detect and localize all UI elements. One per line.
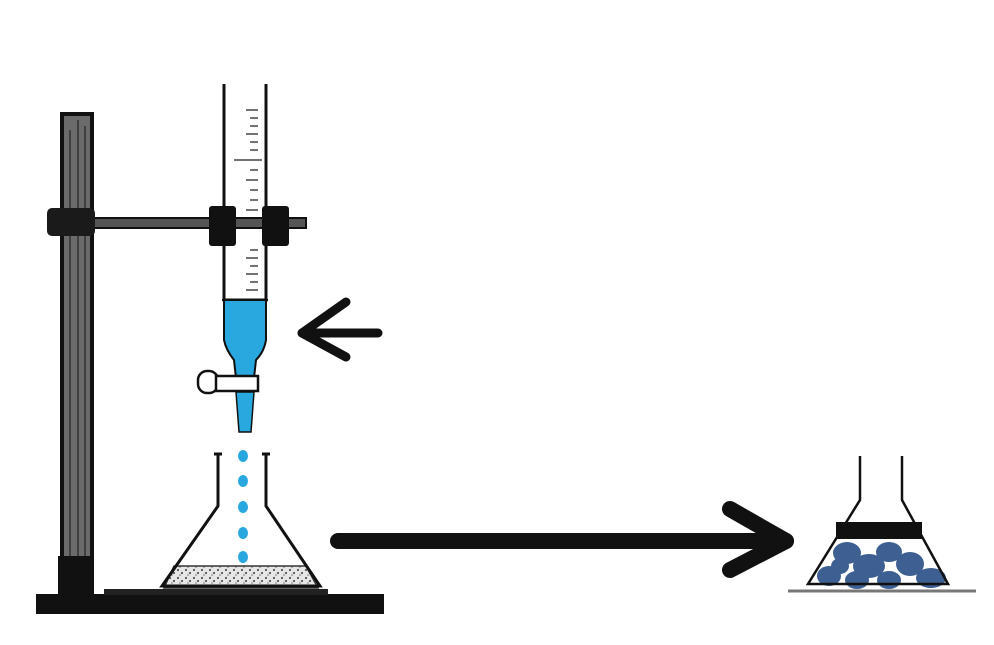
clamp bbox=[47, 206, 307, 246]
drop bbox=[238, 501, 248, 513]
drop bbox=[238, 527, 248, 539]
stopcock-barrel bbox=[214, 374, 260, 393]
burette-liquid bbox=[223, 299, 267, 379]
precipitate-blob bbox=[876, 542, 902, 562]
arrow-left-icon bbox=[297, 297, 383, 362]
burette-scale bbox=[234, 109, 262, 291]
result-flask-outline bbox=[805, 456, 951, 586]
precipitate-blob bbox=[896, 552, 924, 576]
clamp-boss-head bbox=[47, 208, 95, 236]
drop bbox=[238, 551, 248, 563]
burette bbox=[196, 84, 268, 433]
precipitate-blob bbox=[845, 571, 869, 589]
arrow-right-icon bbox=[330, 501, 794, 578]
clamp-jaw-right bbox=[262, 206, 289, 246]
stand-rod-texture bbox=[69, 120, 86, 590]
stopcock bbox=[196, 369, 260, 395]
drop bbox=[238, 475, 248, 487]
retort-stand bbox=[36, 112, 384, 614]
result-flask-band bbox=[836, 522, 922, 539]
burette-tip bbox=[235, 391, 255, 433]
flask-outline bbox=[159, 454, 323, 588]
drop bbox=[238, 450, 248, 462]
precipitate-blob bbox=[877, 571, 901, 589]
result-flask bbox=[788, 456, 976, 593]
conical-flask bbox=[159, 452, 323, 589]
stand-base bbox=[36, 594, 384, 614]
liquid-drops bbox=[238, 450, 248, 563]
burette-tube bbox=[222, 84, 268, 302]
stand-rod bbox=[60, 112, 94, 598]
stand-rod-foot bbox=[58, 556, 92, 596]
precipitate-blob bbox=[831, 558, 849, 574]
precipitate bbox=[817, 542, 946, 589]
stand-base-plate bbox=[104, 589, 328, 595]
